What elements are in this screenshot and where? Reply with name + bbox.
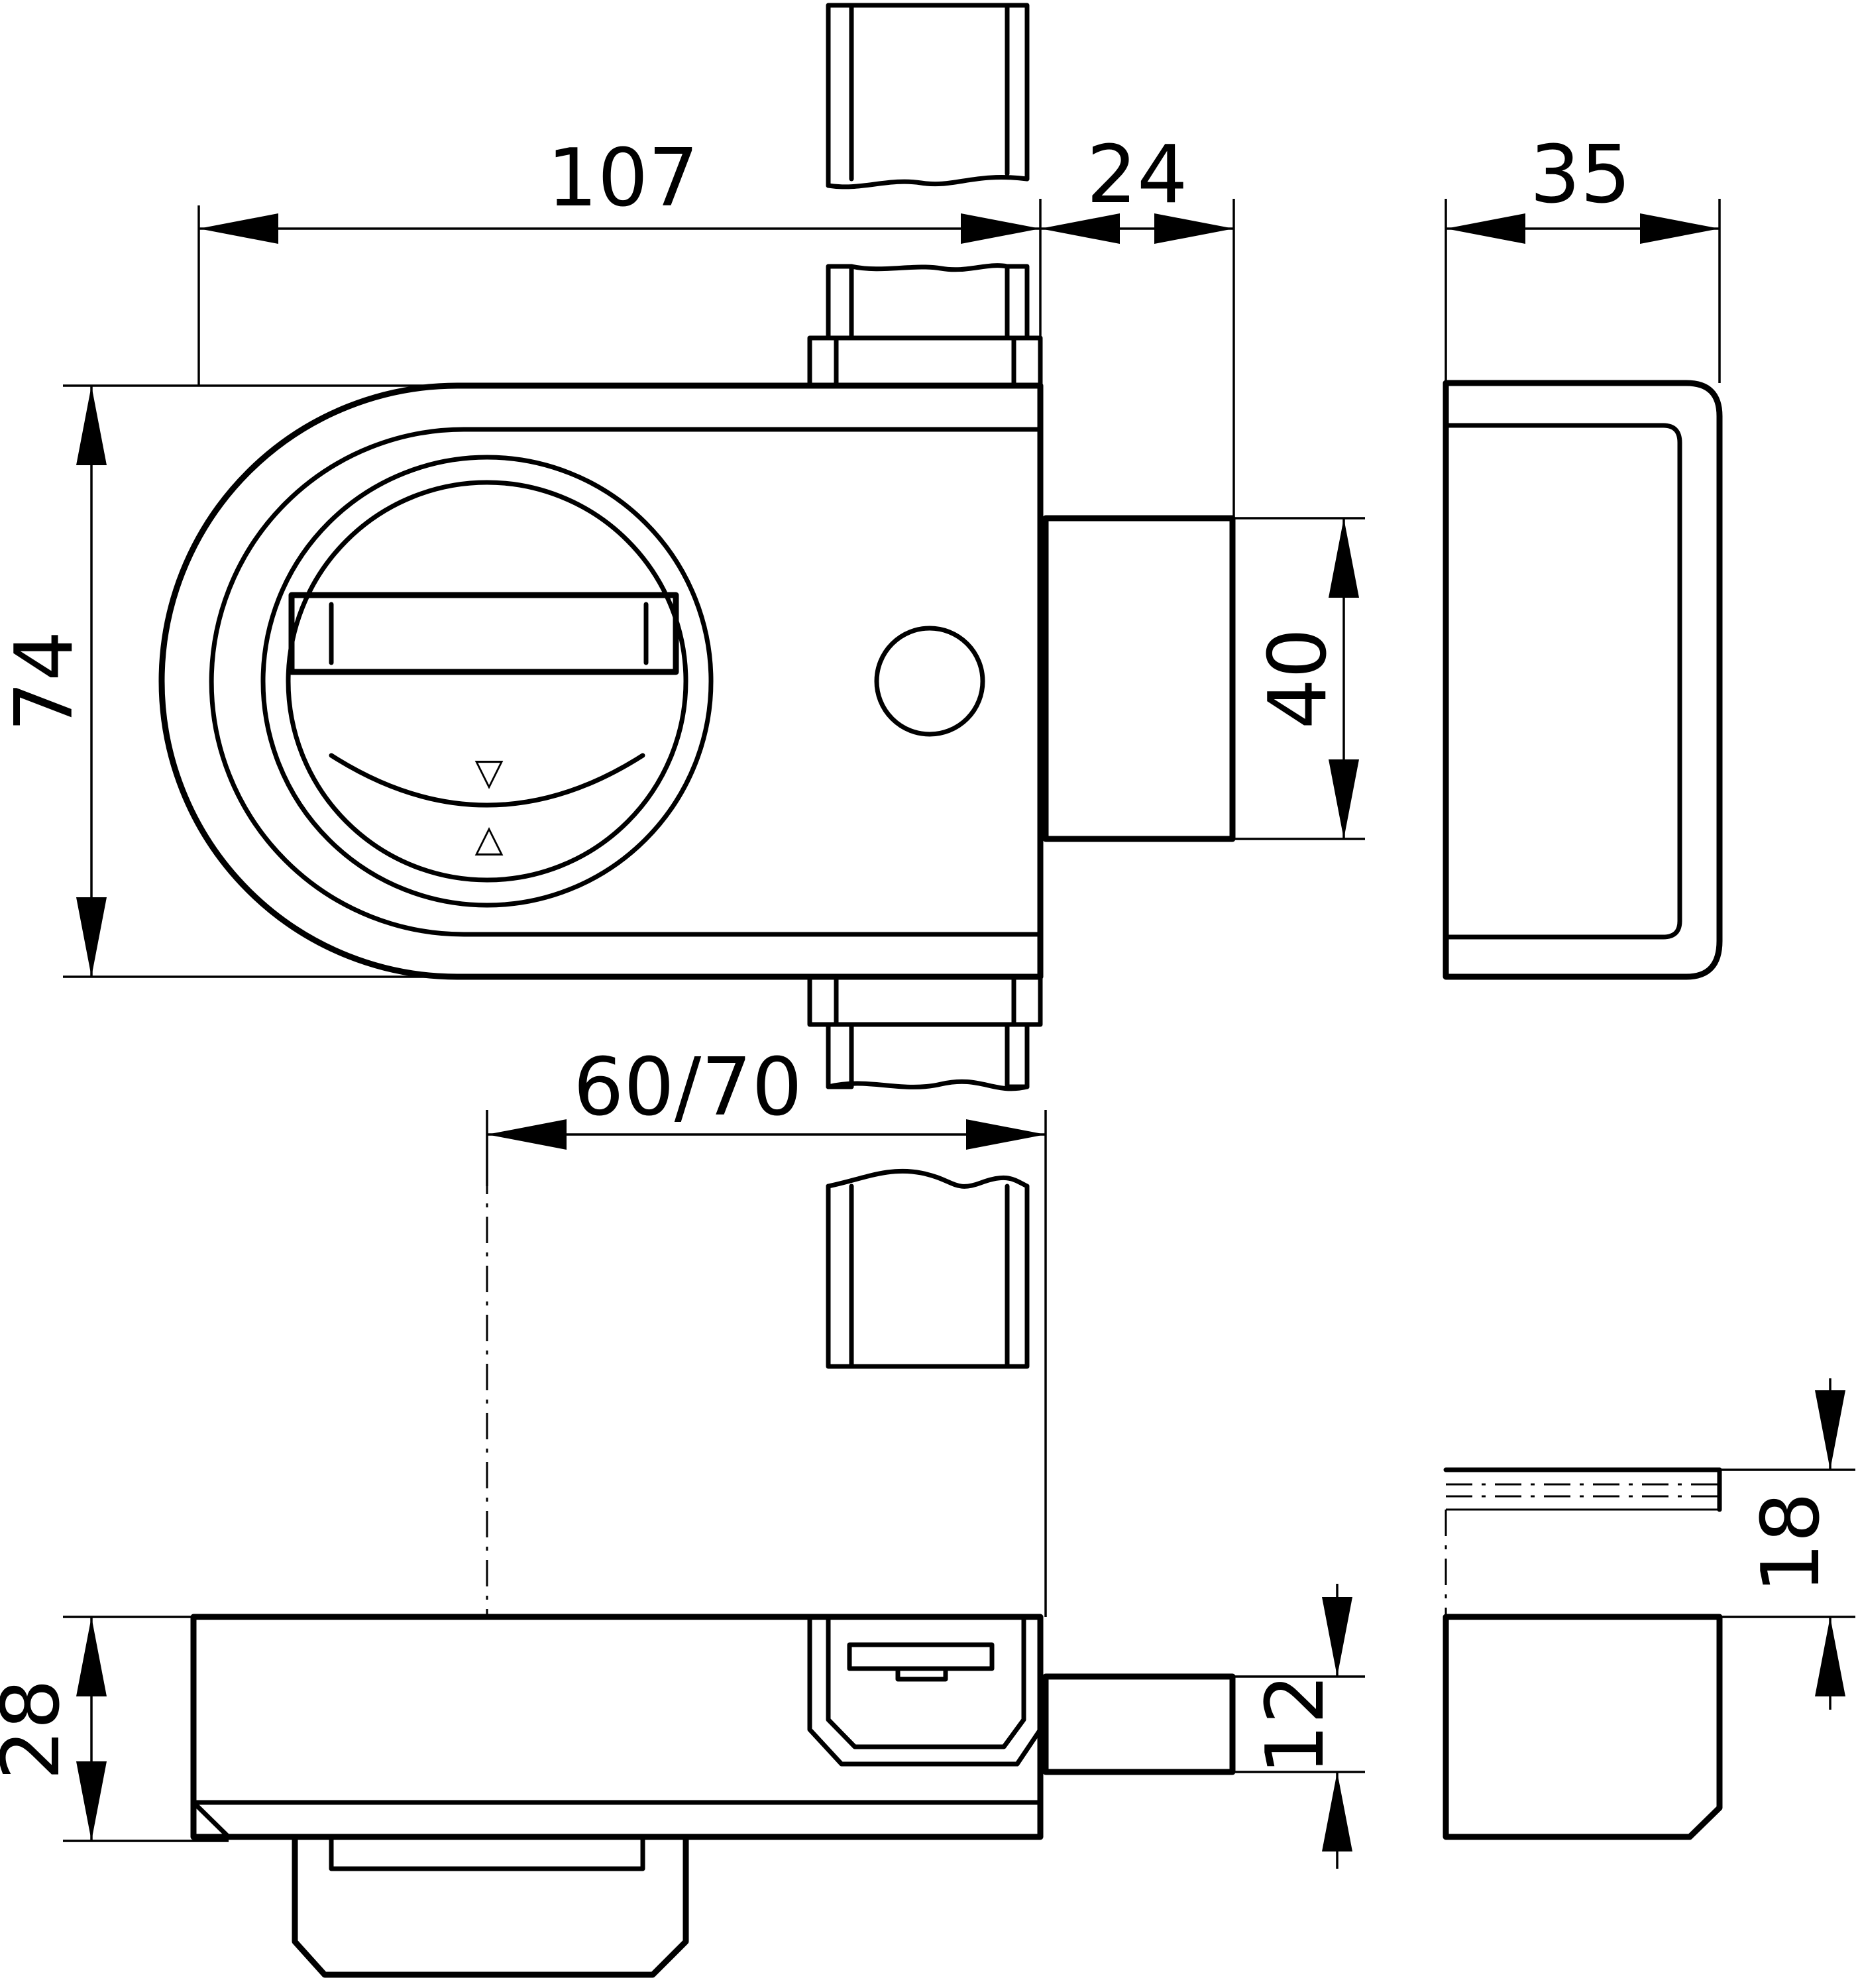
dim-28-label: 28 bbox=[0, 1679, 78, 1781]
dim-35: 35 bbox=[1445, 129, 1721, 383]
dim-74: 74 bbox=[0, 384, 457, 978]
dim-40: 40 bbox=[1232, 517, 1365, 840]
dim-60-70-label: 60/70 bbox=[573, 1042, 802, 1134]
dim-18: 18 bbox=[1720, 1378, 1855, 1710]
dim-24: 24 bbox=[1040, 129, 1235, 518]
plan-view bbox=[190, 1119, 1236, 1978]
dim-40-label: 40 bbox=[1252, 628, 1344, 730]
dim-18-label: 18 bbox=[1745, 1492, 1837, 1594]
side-view bbox=[1443, 380, 1723, 980]
dim-107: 107 bbox=[197, 133, 1042, 386]
cover-inner bbox=[1443, 423, 1682, 940]
dim-28: 28 bbox=[0, 1616, 229, 1842]
marker-up: △ bbox=[474, 817, 503, 860]
dim-35-label: 35 bbox=[1530, 129, 1631, 221]
cylinder-rose bbox=[260, 455, 714, 908]
dim-12: 12 bbox=[1232, 1584, 1365, 1869]
dim-60-70: 60/70 bbox=[486, 1042, 1047, 1617]
turn-handle bbox=[288, 592, 679, 675]
dim-107-label: 107 bbox=[547, 133, 698, 225]
lock-body-inner bbox=[209, 427, 1043, 937]
bolt bbox=[1042, 515, 1236, 842]
housing-plan bbox=[190, 1614, 1044, 1840]
knob-plan bbox=[292, 1837, 689, 1978]
release-button bbox=[874, 626, 985, 737]
cover-plan-view bbox=[1443, 1467, 1723, 1840]
bolt-plan bbox=[1042, 1673, 1236, 1775]
dim-24-label: 24 bbox=[1087, 129, 1188, 221]
dim-12-label: 12 bbox=[1250, 1674, 1342, 1775]
marker-down: ▽ bbox=[474, 751, 503, 794]
dim-74-label: 74 bbox=[0, 631, 91, 732]
cylinder-knob bbox=[286, 480, 688, 883]
cover-outer bbox=[1443, 380, 1723, 980]
front-view: ▽ △ bbox=[158, 3, 1236, 1091]
lock-body-outer bbox=[158, 382, 1044, 980]
